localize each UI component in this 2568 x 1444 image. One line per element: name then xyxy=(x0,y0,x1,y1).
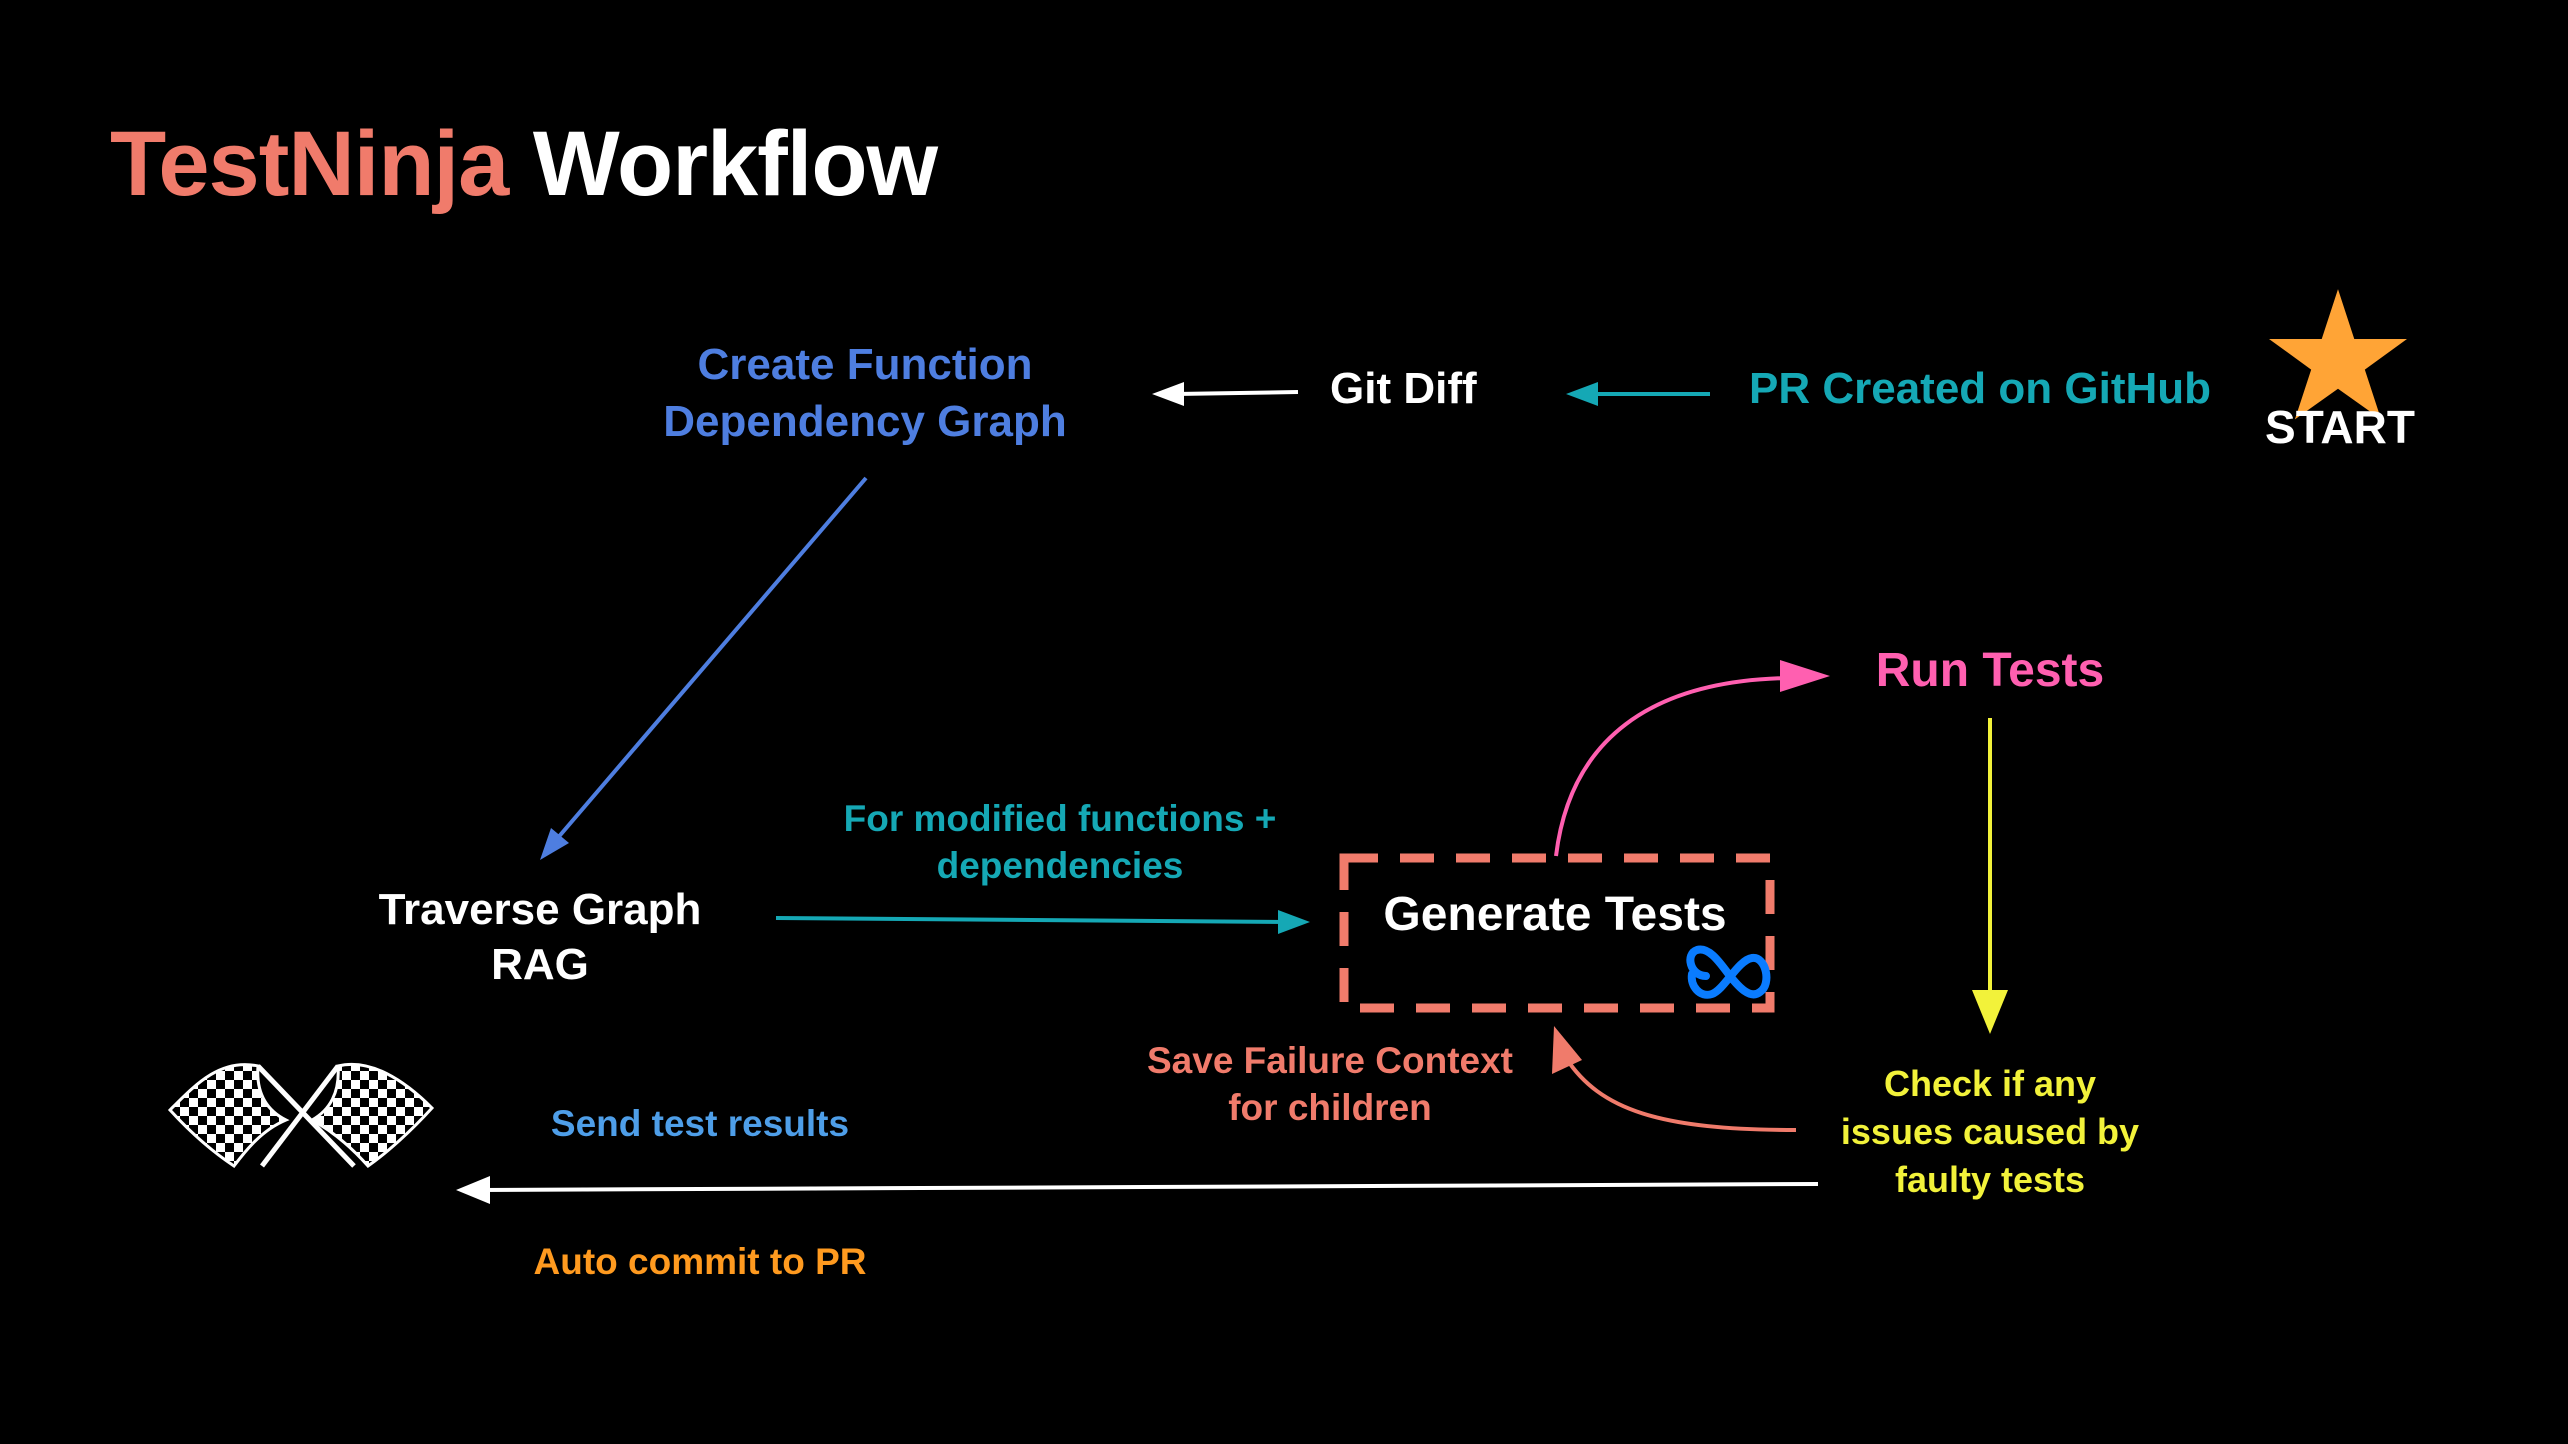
title-rest: Workflow xyxy=(508,113,938,215)
star-icon xyxy=(2262,282,2414,425)
edge-generate-to-run xyxy=(1554,660,1830,857)
node-traverse-graph-rag: Traverse Graph RAG xyxy=(378,885,702,990)
edge-gitdiff-to-create xyxy=(1152,382,1299,406)
edge-check-to-generate xyxy=(1552,1026,1797,1132)
checkered-flags-icon xyxy=(167,1062,435,1169)
page-title: TestNinja Workflow xyxy=(110,118,938,210)
edge-label-send-test-results: Send test results xyxy=(550,1103,850,1144)
edge-traverse-to-generate xyxy=(775,910,1310,934)
node-pr-created: PR Created on GitHub xyxy=(1748,364,2212,413)
generate-tests-box xyxy=(1339,853,1775,1013)
title-brand: TestNinja xyxy=(110,113,509,215)
node-generate-tests: Generate Tests xyxy=(1383,888,1727,941)
node-check-faulty-tests: Check if any issues caused by faulty tes… xyxy=(1840,1063,2140,1200)
edge-label-save-failure-context: Save Failure Context for children xyxy=(1146,1040,1513,1128)
edge-run-to-check xyxy=(1972,718,2008,1034)
edge-check-to-finish xyxy=(456,1176,1819,1204)
edge-label-auto-commit: Auto commit to PR xyxy=(533,1241,867,1282)
node-create-function-dependency-graph: Create Function Dependency Graph xyxy=(663,340,1067,447)
edge-create-to-traverse xyxy=(540,476,868,860)
node-run-tests: Run Tests xyxy=(1875,644,2105,697)
edge-label-modified-functions: For modified functions + dependencies xyxy=(843,798,1277,886)
node-git-diff: Git Diff xyxy=(1330,364,1477,413)
node-start: START xyxy=(2265,401,2415,453)
edge-pr-to-gitdiff xyxy=(1566,382,1710,406)
meta-logo-icon xyxy=(1686,945,1771,999)
